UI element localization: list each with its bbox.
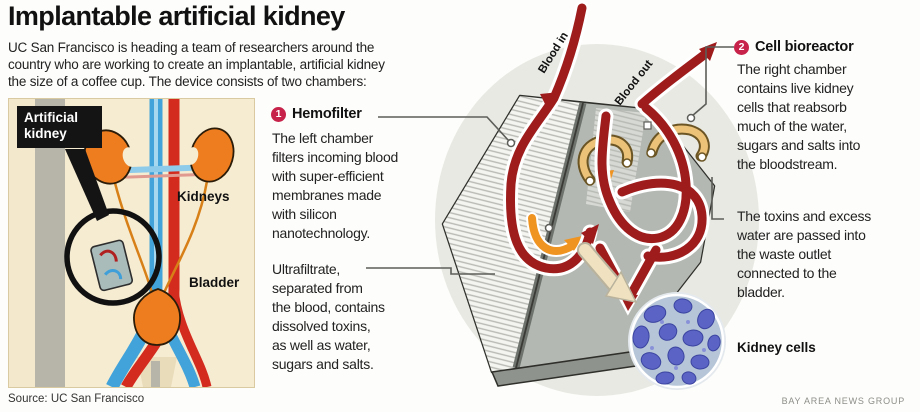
blood-in-label: Blood in: [536, 30, 571, 75]
page-title: Implantable artificial kidney: [8, 1, 345, 31]
cells-arrow: [577, 242, 638, 304]
news-group-credit: BAY AREA NEWS GROUP: [781, 396, 905, 406]
body-diagram-panel: Artificial kidney Kidneys Bladder: [8, 98, 255, 388]
highlight-circle: [64, 208, 162, 306]
ultrafiltrate-arrows: [526, 136, 614, 257]
kidney-cells-label: Kidney cells: [737, 340, 816, 355]
implanted-device: [90, 239, 134, 292]
toxins-leader: [711, 177, 724, 220]
bladder-shape: [133, 288, 181, 346]
callout-pointer: [65, 149, 109, 221]
blood-tubing: [503, 0, 717, 316]
blood-out-tube: [637, 47, 713, 109]
hemofilter-heading-label: Hemofilter: [292, 106, 362, 122]
hemofilter-pointer-dot: [506, 138, 516, 148]
hemofilter-heading: 1 Hemofilter: [271, 106, 362, 122]
waste-outlet-tubes: [577, 123, 710, 186]
source-credit: Source: UC San Francisco: [8, 393, 145, 405]
bioreactor-heading-label: Cell bioreactor: [755, 39, 854, 55]
number-2-badge: 2: [734, 39, 749, 55]
backdrop-circle: [435, 44, 759, 396]
intro-paragraph: UC San Francisco is heading a team of re…: [8, 40, 385, 89]
toxins-paragraph: The toxins and excess water are passed i…: [737, 208, 872, 300]
number-1-badge: 1: [271, 106, 286, 122]
blood-in-tube: [506, 3, 595, 274]
bioreactor-chamber: [516, 103, 714, 368]
artificial-kidney-callout: Artificial kidney: [17, 106, 102, 148]
hemofilter-paragraph: The left chamber filters incoming blood …: [272, 130, 399, 241]
bioreactor-leader: [691, 46, 734, 117]
bioreactor-paragraph: The right chamber contains live kidney c…: [737, 61, 861, 172]
ultrafiltrate-paragraph: Ultrafiltrate, separated from the blood,…: [272, 261, 385, 372]
kidneys-label: Kidneys: [177, 189, 230, 204]
kidney-cells-inset: [628, 292, 726, 390]
artificial-kidney-device: [441, 94, 716, 387]
bioreactor-heading: 2 Cell bioreactor: [734, 39, 854, 55]
bioreactor-tube: [597, 103, 691, 244]
bladder-label: Bladder: [189, 275, 240, 290]
hemofilter-chamber: [443, 96, 583, 372]
blood-out-label: Blood out: [613, 58, 656, 108]
